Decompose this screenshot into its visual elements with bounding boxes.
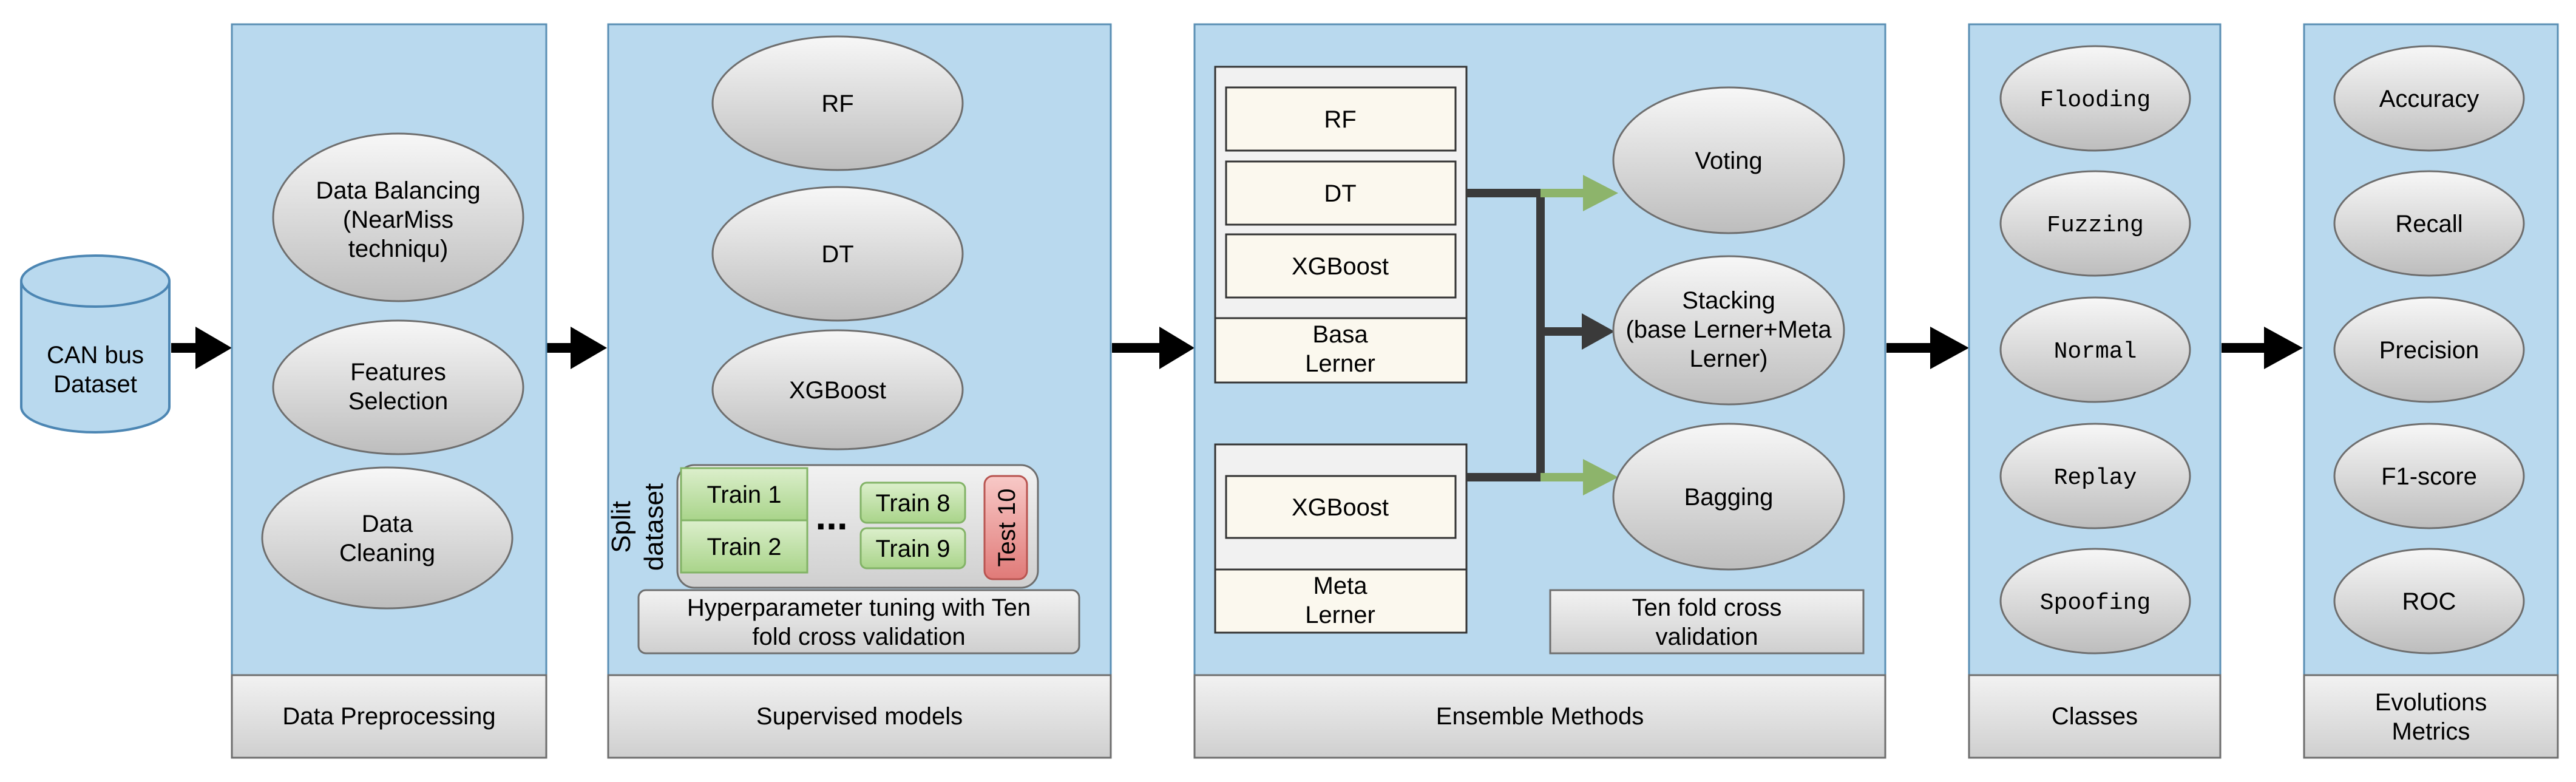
dataset-label-line2: Dataset bbox=[53, 371, 137, 398]
split-label-line2: dataset bbox=[639, 483, 669, 571]
preprocessing-panel: Data Preprocessing Data Balancing (NearM… bbox=[231, 23, 547, 759]
svg-text:validation: validation bbox=[1655, 624, 1758, 650]
flow-arrow bbox=[171, 327, 232, 369]
meta-learner-label-line2: Lerner bbox=[1305, 602, 1375, 628]
model-xgboost: XGBoost bbox=[711, 329, 964, 450]
svg-text:Flooding: Flooding bbox=[2040, 87, 2151, 114]
svg-text:F1-score: F1-score bbox=[2381, 463, 2477, 490]
ten-fold-cv-box: Ten fold cross validation bbox=[1549, 589, 1865, 654]
base-model-rf: RF bbox=[1324, 106, 1356, 133]
class-replay: Replay bbox=[1999, 423, 2191, 529]
flow-arrows bbox=[171, 327, 2303, 369]
metrics-title-line2: Metrics bbox=[2392, 718, 2470, 745]
data-balancing-step: Data Balancing (NearMiss techniqu) bbox=[272, 132, 524, 302]
metrics-title-line1: Evolutions bbox=[2375, 689, 2487, 716]
svg-text:ROC: ROC bbox=[2402, 588, 2456, 615]
method-bagging: Bagging bbox=[1612, 423, 1845, 571]
svg-text:Ten fold cross: Ten fold cross bbox=[1632, 594, 1782, 621]
svg-text:Spoofing: Spoofing bbox=[2040, 590, 2151, 616]
svg-text:techniqu): techniqu) bbox=[348, 236, 449, 262]
supervised-title: Supervised models bbox=[756, 703, 963, 730]
svg-text:Voting: Voting bbox=[1695, 148, 1762, 174]
svg-text:Normal: Normal bbox=[2054, 339, 2137, 365]
supervised-panel: Supervised models RF DT XGBoost Split da… bbox=[606, 23, 1112, 759]
svg-text:Lerner): Lerner) bbox=[1690, 345, 1768, 372]
meta-learner-label-line1: Meta bbox=[1313, 573, 1368, 599]
svg-text:RF: RF bbox=[821, 90, 853, 117]
svg-text:Stacking: Stacking bbox=[1682, 287, 1775, 314]
svg-text:Data Balancing: Data Balancing bbox=[316, 177, 480, 204]
svg-text:Precision: Precision bbox=[2379, 337, 2479, 364]
method-stacking: Stacking (base Lerner+Meta Lerner) bbox=[1612, 255, 1845, 406]
split-ellipsis: ... bbox=[815, 494, 847, 538]
meta-learner-group: Meta Lerner XGBoost bbox=[1214, 443, 1468, 634]
dataset-label-line1: CAN bus bbox=[47, 342, 144, 369]
svg-text:Hyperparameter tuning with Ten: Hyperparameter tuning with Ten bbox=[687, 594, 1031, 621]
train-8: Train 8 bbox=[875, 490, 950, 517]
svg-text:Recall: Recall bbox=[2395, 211, 2462, 237]
split-dataset: Split dataset Train 1 Train 2 ... Train … bbox=[606, 464, 1039, 589]
model-dt: DT bbox=[711, 186, 964, 322]
preprocessing-title: Data Preprocessing bbox=[282, 703, 495, 730]
base-model-xgboost: XGBoost bbox=[1292, 253, 1389, 280]
svg-text:DT: DT bbox=[821, 241, 853, 268]
flow-arrow bbox=[2222, 327, 2303, 369]
classes-panel: Classes Flooding Fuzzing Normal Replay S… bbox=[1968, 23, 2222, 759]
base-model-dt: DT bbox=[1324, 180, 1356, 207]
svg-text:Replay: Replay bbox=[2054, 465, 2137, 491]
svg-text:Data: Data bbox=[362, 511, 413, 537]
hyperparameter-tuning-box: Hyperparameter tuning with Ten fold cros… bbox=[637, 589, 1080, 654]
svg-text:(NearMiss: (NearMiss bbox=[343, 206, 453, 233]
metric-roc: ROC bbox=[2333, 548, 2525, 654]
metric-precision: Precision bbox=[2333, 296, 2525, 403]
flow-arrow bbox=[1886, 327, 1969, 369]
test-10: Test 10 bbox=[994, 489, 1020, 567]
svg-text:Accuracy: Accuracy bbox=[2379, 86, 2479, 112]
train-1: Train 1 bbox=[707, 481, 781, 508]
svg-text:Fuzzing: Fuzzing bbox=[2047, 212, 2144, 239]
svg-text:Bagging: Bagging bbox=[1684, 484, 1774, 511]
base-learner-group: Basa Lerner RF DT XGBoost bbox=[1214, 66, 1468, 384]
class-normal: Normal bbox=[1999, 296, 2191, 403]
data-cleaning-step: Data Cleaning bbox=[261, 466, 514, 610]
class-flooding: Flooding bbox=[1999, 45, 2191, 152]
svg-text:Selection: Selection bbox=[348, 388, 449, 415]
ensemble-connectors bbox=[1466, 175, 1618, 495]
split-label-line1: Split bbox=[606, 501, 636, 553]
metric-accuracy: Accuracy bbox=[2333, 45, 2525, 152]
classes-title: Classes bbox=[2052, 703, 2138, 730]
ensemble-title: Ensemble Methods bbox=[1436, 703, 1644, 730]
model-rf: RF bbox=[711, 35, 964, 171]
train-2: Train 2 bbox=[707, 534, 781, 560]
features-selection-step: Features Selection bbox=[272, 319, 524, 455]
method-voting: Voting bbox=[1612, 86, 1845, 234]
svg-text:Cleaning: Cleaning bbox=[339, 540, 435, 566]
base-learner-label-line1: Basa bbox=[1312, 321, 1368, 348]
svg-text:XGBoost: XGBoost bbox=[789, 377, 886, 404]
can-bus-dataset: CAN bus Dataset bbox=[20, 254, 171, 433]
base-learner-label-line2: Lerner bbox=[1305, 350, 1375, 377]
svg-text:Features: Features bbox=[350, 359, 446, 386]
metric-recall: Recall bbox=[2333, 170, 2525, 277]
metric-f1-score: F1-score bbox=[2333, 423, 2525, 529]
class-spoofing: Spoofing bbox=[1999, 548, 2191, 654]
ensemble-panel: Ensemble Methods Basa Lerner RF DT XGBoo… bbox=[1193, 23, 1886, 759]
class-fuzzing: Fuzzing bbox=[1999, 170, 2191, 277]
svg-text:fold cross validation: fold cross validation bbox=[752, 624, 965, 650]
train-9: Train 9 bbox=[875, 536, 950, 562]
meta-model-xgboost: XGBoost bbox=[1292, 494, 1389, 521]
svg-text:(base Lerner+Meta: (base Lerner+Meta bbox=[1625, 316, 1832, 343]
metrics-panel: Evolutions Metrics Accuracy Recall Preci… bbox=[2303, 23, 2559, 759]
flow-arrow bbox=[546, 327, 607, 369]
flow-arrow bbox=[1112, 327, 1195, 369]
